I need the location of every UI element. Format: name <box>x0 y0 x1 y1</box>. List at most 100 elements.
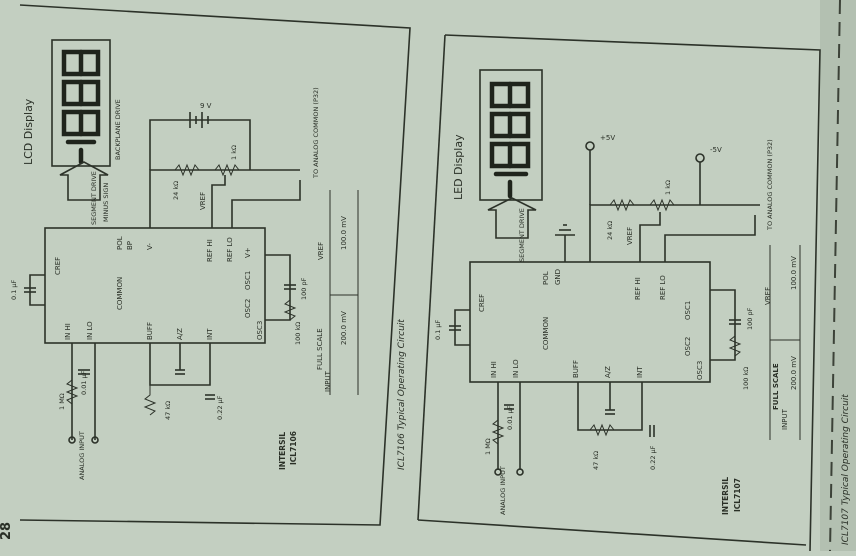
r-c001-label: 0.01 µF <box>506 405 514 430</box>
r-pin-int: INT <box>636 366 644 378</box>
icl7106-chip-body <box>44 227 266 344</box>
pin-int: INT <box>206 328 214 340</box>
r100k-label: 100 kΩ <box>294 322 302 345</box>
cref-value: 0.1 µF <box>10 279 18 300</box>
cap-100pf-label: 100 pF <box>300 277 308 300</box>
led-digit-8a <box>489 141 531 169</box>
battery-wire <box>149 119 251 170</box>
minus5-label: -5V <box>710 146 722 154</box>
right-panel-left-edge <box>417 34 446 521</box>
r1m-label: 1 MΩ <box>58 393 66 410</box>
r-osc-resistor <box>728 335 742 357</box>
cut-line <box>829 0 841 552</box>
page-number: 28 <box>0 522 14 540</box>
osc-wire <box>265 254 291 321</box>
full-scale-table: FULL SCALE INPUT VREF 200.0 mV 100.0 mV <box>316 190 359 395</box>
r-pin-buff: BUFF <box>572 360 580 378</box>
pin-osc1: OSC1 <box>244 271 252 290</box>
pin-common: COMMON <box>116 277 124 310</box>
pin-pol: POL <box>116 236 124 250</box>
r-integrator-resistor <box>589 423 615 437</box>
segment-drive-label: SEGMENT DRIVE <box>90 171 98 225</box>
plus5-label: +5V <box>600 134 615 142</box>
r-pin-cref: CREF <box>478 294 486 312</box>
led-display: LED Display <box>452 69 543 201</box>
segment-drive-arrow <box>59 161 109 201</box>
r-cref-wire <box>454 309 470 346</box>
r-c022-label: 0.22 µF <box>649 445 657 470</box>
analog-input-terminal-lo <box>91 436 99 444</box>
pin-buff: BUFF <box>146 322 154 340</box>
r1k-pot <box>214 163 240 177</box>
pin-in-lo: IN LO <box>86 321 94 340</box>
r-pin-in-lo: IN LO <box>512 359 520 378</box>
vref-100mv: 100.0 mV <box>340 216 348 250</box>
input-header: INPUT <box>324 370 332 392</box>
pin-ref-hi: REF HI <box>206 239 214 262</box>
osc-resistor <box>283 299 297 321</box>
lcd-display-label: LCD Display <box>22 98 35 165</box>
lcd-display-box <box>51 39 111 167</box>
r-full-scale-table: FULL SCALE INPUT VREF 200.0 mV 100.0 mV <box>764 245 801 440</box>
battery-label: 9 V <box>200 102 212 110</box>
c001-label: 0.01 µF <box>80 370 88 395</box>
plus5-terminal <box>585 141 595 151</box>
r-chip-label: ICL7107 <box>733 478 742 512</box>
pin-v-minus: V- <box>146 243 154 250</box>
input-200mv: 200.0 mV <box>340 311 348 345</box>
r-cref-value: 0.1 µF <box>434 319 442 340</box>
vref-header: VREF <box>317 242 325 260</box>
lcd-digit-8b <box>61 79 101 107</box>
r1k-label: 1 kΩ <box>230 145 238 160</box>
icl7106-panel: LCD Display SEGMENT DRIVE BACKPLANE DRIV… <box>10 4 411 526</box>
right-panel-bottom-edge <box>417 519 807 546</box>
pin-osc2: OSC2 <box>244 299 252 318</box>
left-caption: ICL7106 Typical Operating Circuit <box>397 319 407 470</box>
lcd-display: LCD Display <box>22 39 111 167</box>
lcd-digit-8c <box>61 49 101 77</box>
cref-wire <box>29 274 45 306</box>
r-pin-az: A/Z <box>604 366 612 378</box>
right-caption: ICL7107 Typical Operating Circuit <box>841 394 851 545</box>
maker-label: INTERSIL <box>278 432 287 470</box>
r-pin-gnd: GND <box>554 269 562 285</box>
pin-in-hi: IN HI <box>64 323 72 340</box>
led-segment-drive-label: SEGMENT DRIVE <box>518 208 526 262</box>
pin-cref: CREF <box>54 257 62 275</box>
r47k-label: 47 kΩ <box>164 401 172 420</box>
r-r24k-label: 24 kΩ <box>606 221 614 240</box>
left-panel-frame <box>19 4 411 526</box>
led-display-label: LED Display <box>452 134 465 200</box>
backplane-label: BACKPLANE DRIVE <box>114 99 122 160</box>
ground-icon <box>555 224 575 262</box>
r-maker-label: INTERSIL <box>721 477 730 515</box>
r-pin-pol: POL <box>542 271 550 285</box>
icl7107-panel: LED Display SEGMENT DRIVE CREF IN HI IN … <box>417 0 851 552</box>
r-pin-osc3: OSC3 <box>696 361 704 380</box>
pin-v-plus: V+ <box>244 247 252 258</box>
led-display-box <box>479 69 543 201</box>
r-ref-hi-wire <box>639 212 661 262</box>
led-segment-drive-arrow <box>487 197 537 239</box>
minus-sign-label: MINUS SIGN <box>102 183 110 222</box>
pin-az: A/Z <box>176 328 184 340</box>
r-vref-inline-label: VREF <box>626 227 634 245</box>
r-ref-lo-wire <box>664 215 756 262</box>
r-pin-osc2: OSC2 <box>684 337 692 356</box>
r-osc-wire <box>710 289 736 361</box>
led-digit-8c <box>489 81 531 109</box>
r-input-header: INPUT <box>781 408 789 430</box>
r-vref-header: VREF <box>764 287 772 305</box>
pin-ref-lo: REF LO <box>226 237 234 262</box>
r-input-200mv: 200.0 mV <box>790 356 798 390</box>
r-cap-100pf-label: 100 pF <box>746 307 754 330</box>
integrator-wire <box>149 343 211 386</box>
minus5-terminal <box>695 153 705 163</box>
r-r1m-label: 1 MΩ <box>484 438 492 455</box>
pin-osc3: OSC3 <box>256 321 264 340</box>
r-pin-common: COMMON <box>542 317 550 350</box>
right-panel-frame <box>444 34 821 552</box>
